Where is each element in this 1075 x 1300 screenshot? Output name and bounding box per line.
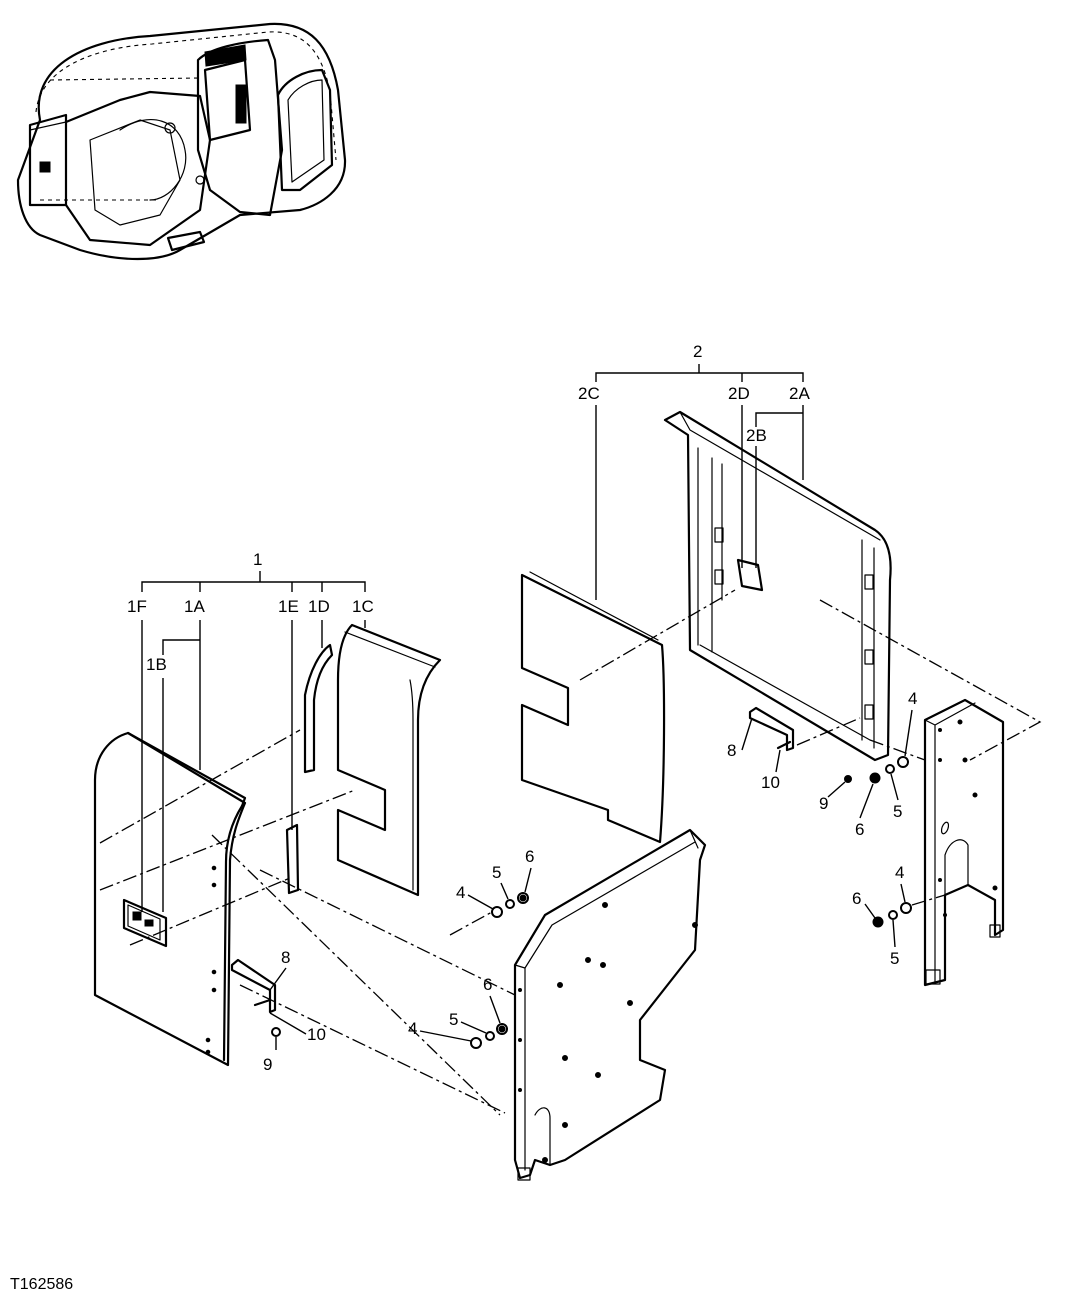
- assembly-phantom-lines: [99, 589, 1042, 1116]
- hardware-washers-nuts: [470, 756, 912, 1049]
- callout-1F: 1F: [127, 597, 147, 616]
- cab-overview-inset: [16, 22, 347, 261]
- callout-2: 2: [693, 342, 702, 361]
- callout-5c: 5: [893, 802, 902, 821]
- part-1A-side-cover: [93, 731, 247, 1067]
- part-2C-insulation-pad: [520, 571, 666, 844]
- callout-9a: 9: [263, 1055, 272, 1074]
- callout-1C: 1C: [352, 597, 374, 616]
- callout-2B: 2B: [746, 426, 767, 445]
- callout-2D: 2D: [728, 384, 750, 403]
- callout-1B: 1B: [146, 655, 167, 674]
- callout-8a: 8: [281, 948, 290, 967]
- callout-8b: 8: [727, 741, 736, 760]
- hardware-left-rubber-stopper: [230, 958, 281, 1037]
- hardware-callouts: 4 5 6 4 5 6 8 9 10 8 9 10 4 5 6 4 5 6: [263, 689, 917, 1074]
- callout-4a: 4: [456, 883, 465, 902]
- callout-1E: 1E: [278, 597, 299, 616]
- callout-10b: 10: [761, 773, 780, 792]
- part-2B-2D-bracket: [736, 558, 764, 592]
- part-2A-frame: [663, 410, 892, 762]
- part-1C-insulation-pad: [336, 623, 442, 897]
- callout-1D: 1D: [308, 597, 330, 616]
- callout-1: 1: [253, 550, 262, 569]
- callout-5d: 5: [890, 949, 899, 968]
- callout-4d: 4: [895, 863, 904, 882]
- callout-6c: 6: [855, 820, 864, 839]
- callout-4c: 4: [908, 689, 917, 708]
- callout-5a: 5: [492, 863, 501, 882]
- callout-6d: 6: [852, 889, 861, 908]
- callout-1A: 1A: [184, 597, 205, 616]
- callout-10a: 10: [307, 1025, 326, 1044]
- callout-6b: 6: [483, 975, 492, 994]
- callout-2C: 2C: [578, 384, 600, 403]
- group-1-callouts: 1 1F 1A 1E 1D 1C 1B: [127, 550, 374, 912]
- left-mounting-plate: [513, 828, 707, 1181]
- callout-4b: 4: [408, 1019, 417, 1038]
- callout-2A: 2A: [789, 384, 810, 403]
- callout-6a: 6: [525, 847, 534, 866]
- group-2-callouts: 2 2C 2D 2A 2B: [578, 342, 810, 600]
- part-1F-1B-nameplate: [122, 898, 168, 948]
- callout-9b: 9: [819, 794, 828, 813]
- part-1E-1D-seal-strips: [285, 643, 334, 895]
- callout-5b: 5: [449, 1010, 458, 1029]
- figure-id: T162586: [10, 1276, 73, 1293]
- hardware-right-rubber-stopper: [748, 706, 852, 783]
- right-upright-bracket: [923, 698, 1005, 987]
